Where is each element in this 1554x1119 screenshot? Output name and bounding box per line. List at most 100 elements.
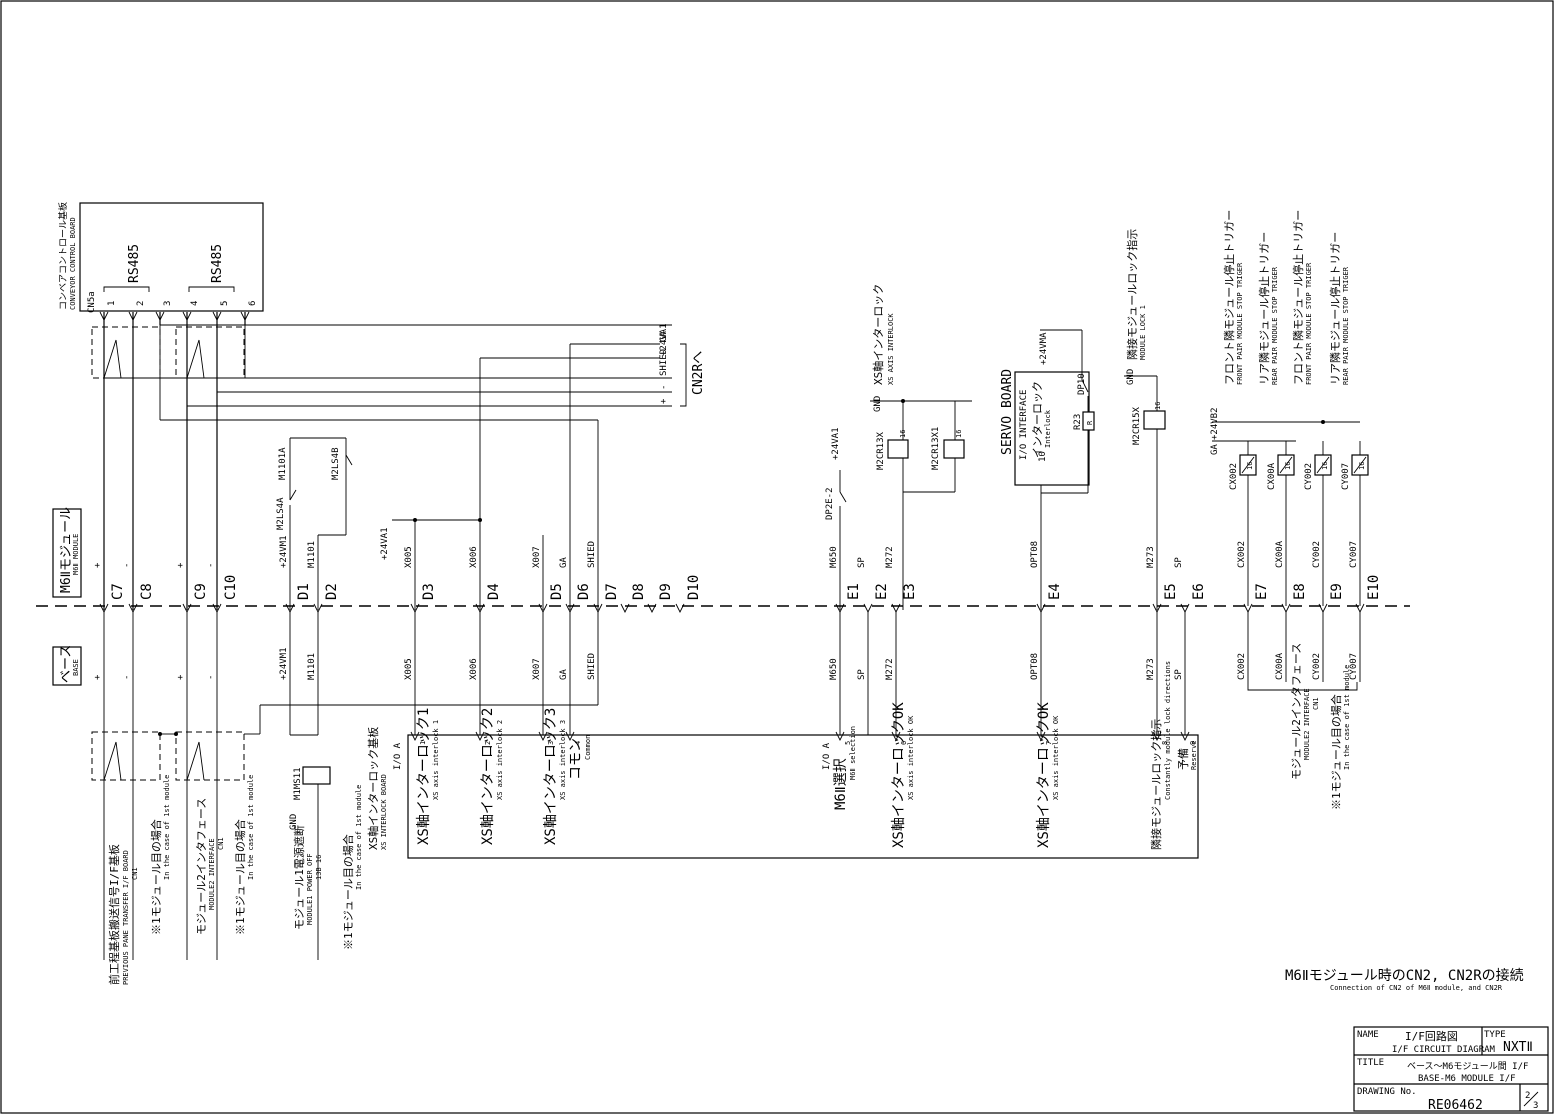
xs-pin-num: 6 — [900, 741, 908, 745]
connector-d4: D4 — [486, 583, 502, 600]
connector-d2: D2 — [324, 583, 340, 600]
base-section-jp: ベース — [59, 645, 74, 683]
lower-signal-label: CY002 — [1312, 653, 1322, 680]
connector-e2: E2 — [874, 583, 890, 600]
lower-signal-label: M650 — [829, 658, 839, 680]
tb-slash — [1523, 1091, 1539, 1107]
connector-e6: E6 — [1191, 583, 1207, 600]
dp10-label: DP10 — [1077, 373, 1087, 395]
xs-pin-arrow — [1152, 731, 1162, 742]
connector-d8: D8 — [631, 583, 647, 600]
connector-c9: C9 — [193, 583, 209, 600]
rs485-label-1: RS485 — [127, 244, 142, 283]
base-section-en: BASE — [72, 659, 80, 676]
xs-pin-num: 9 — [1189, 741, 1197, 745]
upper-signal-label: M1101 — [307, 541, 317, 568]
bottom-label: PREVIOUS PANE TRANSFER I/F BOARD — [122, 850, 130, 985]
xs-board-en: XS INTERLOCK BOARD — [380, 774, 388, 850]
connector-cn5a: CN5a — [87, 291, 97, 313]
bottom-label: ※1モジュール目の場合 — [341, 834, 355, 950]
lower-signal-label: M1101 — [307, 653, 317, 680]
gnd-lock: GND — [1126, 369, 1136, 385]
connector-c10: C10 — [223, 575, 239, 600]
bottom-label: In the case of 1st module — [1343, 665, 1351, 770]
connector-e8: E8 — [1292, 583, 1308, 600]
tb-sheet-den: 3 — [1533, 1101, 1538, 1111]
bottom-label: Reserve — [1190, 740, 1198, 770]
xs-interlock-board — [407, 734, 1199, 859]
bottom-label: XS axis interlock OK — [907, 715, 915, 800]
bottom-label: 隣接モジュールロック指示 — [1149, 719, 1163, 850]
lower-signal-label: + — [176, 674, 186, 680]
xs-interlock-jp: XS軸インターロック — [871, 284, 885, 385]
upper-signal-label: + — [93, 562, 103, 568]
bottom-label: CN1 — [1312, 697, 1320, 710]
xs-board-jp: XS軸インターロック基板 — [366, 727, 380, 850]
xs-pin-num: 3 — [547, 741, 555, 745]
connector-d10: D10 — [686, 575, 702, 600]
m2cr13x-label: M2CR13X — [876, 431, 886, 470]
xs-pin-arrow — [475, 731, 485, 742]
m1ms11-label: M1MS11 — [293, 767, 303, 800]
bottom-label: ※1モジュール目の場合 — [1329, 694, 1343, 810]
upper-signal-label: M650 — [829, 546, 839, 568]
trigger-label: CX00A — [1267, 462, 1277, 490]
xs-pin-num: 2 — [484, 741, 492, 745]
bottom-label: In the case of 1st module — [163, 775, 171, 880]
lower-signal-label: - — [206, 675, 216, 680]
front-trig2-jp: フロント隣モジュール停止トリガー — [1291, 210, 1305, 385]
upper-signal-label: X005 — [404, 546, 414, 568]
rear-trig-jp: リア隣モジュール停止トリガー — [1257, 232, 1271, 385]
cn2r-signal-label: GA — [659, 331, 669, 342]
lower-signal-label: SP — [857, 669, 867, 680]
base-section-box — [52, 646, 82, 686]
tb-drawing-label: DRAWING No. — [1357, 1087, 1417, 1097]
xs-pin-arrow — [565, 731, 575, 742]
pin-16c: 16 — [1154, 402, 1162, 410]
lower-signal-label: X005 — [404, 658, 414, 680]
rs485-bracket-1 — [103, 286, 150, 292]
upper-signal-label: X007 — [532, 546, 542, 568]
tb-title-en: BASE-M6 MODULE I/F — [1418, 1074, 1516, 1084]
xs-pin-num: 4 — [574, 741, 582, 745]
gnd-xs: GND — [873, 396, 883, 412]
upper-signal-label: +24VM1 — [279, 535, 289, 568]
conveyor-pin-6: 6 — [248, 301, 258, 306]
bottom-label: XS軸インターロック1 — [416, 708, 432, 845]
lower-signal-label: CX00A — [1275, 652, 1285, 680]
m1101a-label: M1101A — [278, 447, 288, 480]
servo-pin-10: 10 — [1038, 451, 1048, 462]
conveyor-pin-1: 1 — [107, 301, 117, 306]
upper-signal-label: M272 — [885, 546, 895, 568]
relay-m1ms11 — [302, 766, 331, 785]
trigger-diode — [1241, 456, 1255, 474]
bottom-label: XS軸インターロックOK — [891, 702, 907, 848]
pin-arrow — [620, 603, 630, 614]
connector-d5: D5 — [549, 583, 565, 600]
m2cr13x1-label: M2CR13X1 — [931, 427, 941, 470]
upper-signal-label: SP — [857, 557, 867, 568]
front-trig2-en: FRONT PAIR MODULE STOP TRIGER — [1305, 262, 1313, 385]
relay-m2cr13x — [887, 439, 909, 459]
rs485-bracket-2 — [188, 286, 235, 292]
xs-pin-arrow — [891, 731, 901, 742]
connector-d3: D3 — [421, 583, 437, 600]
upper-signal-label: CX00A — [1275, 540, 1285, 568]
front-trig-en: FRONT PAIR MODULE STOP TRIGER — [1236, 262, 1244, 385]
upper-signal-label: M273 — [1146, 546, 1156, 568]
relay-m2cr13x1 — [943, 439, 965, 459]
connector-e9: E9 — [1329, 583, 1345, 600]
cn2r-signal-label: SHIED — [659, 349, 669, 376]
connector-e3: E3 — [902, 583, 918, 600]
lower-signal-label: + — [93, 674, 103, 680]
tb-title-label: TITLE — [1357, 1058, 1384, 1068]
module-lock-jp: 隣接モジュールロック指示 — [1125, 229, 1139, 360]
trigger-pin-16: 16 — [1284, 462, 1292, 470]
trigger-pin-16: 16 — [1246, 462, 1254, 470]
xs-interlock-en: XS AXIS INTERLOCK — [887, 313, 895, 385]
switch-m2ls4b — [345, 454, 353, 466]
